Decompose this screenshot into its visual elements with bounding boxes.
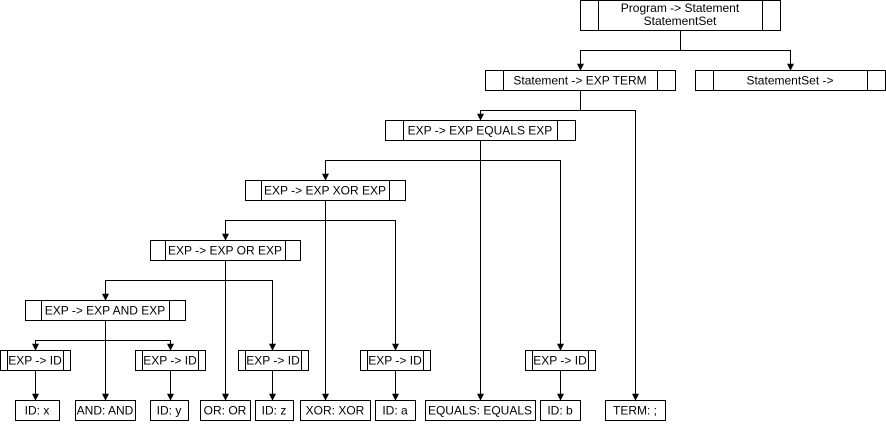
node-leaf_id_x-label: ID: x: [25, 404, 50, 418]
node-exp_id_z-label: EXP -> ID: [246, 354, 300, 368]
node-leaf-id-x: ID: x: [15, 400, 60, 421]
node-leaf_id_y-label: ID: y: [157, 404, 182, 418]
node-leaf-id-y: ID: y: [150, 400, 189, 421]
node-exp_equals-label: EXP -> EXP EQUALS EXP: [408, 124, 553, 138]
edge-exp_or-to-exp_id_z: [225, 260, 276, 351]
edge-exp_and-to-exp_id_x: [32, 320, 106, 351]
node-program-line-1: StatementSet: [644, 14, 717, 28]
node-leaf-or: OR: OR: [200, 400, 251, 421]
edge-exp_equals-to-exp_xor: [322, 140, 481, 181]
node-exp-id-y: EXP -> ID: [135, 350, 206, 371]
node-leaf_and-label: AND: AND: [77, 404, 134, 418]
node-exp_and-label: EXP -> EXP AND EXP: [45, 304, 166, 318]
node-exp_id_b-label: EXP -> ID: [533, 354, 587, 368]
node-exp_id_y-label: EXP -> ID: [143, 354, 197, 368]
node-leaf_id_z-label: ID: z: [262, 404, 287, 418]
edge-exp_xor-to-exp_id_a: [325, 200, 399, 351]
edge-exp_xor-to-exp_or: [222, 200, 326, 241]
node-exp-xor: EXP -> EXP XOR EXP: [245, 180, 406, 201]
node-exp-and: EXP -> EXP AND EXP: [25, 300, 186, 321]
node-statement-label: Statement -> EXP TERM: [513, 74, 646, 88]
node-statementset: StatementSet ->: [695, 70, 886, 91]
edge-program-to-statementset: [680, 30, 794, 71]
edge-program-to-statement: [577, 30, 681, 71]
node-exp-id-a: EXP -> ID: [360, 350, 431, 371]
node-exp-id-b: EXP -> ID: [525, 350, 596, 371]
node-exp-id-x: EXP -> ID: [0, 350, 71, 371]
node-leaf-term: TERM: ;: [605, 400, 666, 421]
node-leaf-id-b: ID: b: [540, 400, 581, 421]
node-exp_or-label: EXP -> EXP OR EXP: [168, 244, 282, 258]
node-leaf_xor-label: XOR: XOR: [306, 404, 365, 418]
node-leaf_id_a-label: ID: a: [382, 404, 408, 418]
node-leaf-id-z: ID: z: [255, 400, 294, 421]
node-leaf-equals: EQUALS: EQUALS: [425, 400, 536, 421]
node-leaf_id_b-label: ID: b: [547, 404, 573, 418]
node-exp_xor-label: EXP -> EXP XOR EXP: [264, 184, 386, 198]
node-leaf-xor: XOR: XOR: [300, 400, 371, 421]
node-leaf_term-label: TERM: ;: [613, 404, 657, 418]
node-exp-or: EXP -> EXP OR EXP: [150, 240, 301, 261]
node-leaf-and: AND: AND: [75, 400, 136, 421]
node-leaf-id-a: ID: a: [375, 400, 416, 421]
node-exp_id_a-label: EXP -> ID: [368, 354, 422, 368]
tree-edges: [32, 30, 794, 401]
edge-statement-to-exp_equals: [477, 90, 581, 121]
edge-exp_or-to-exp_and: [102, 260, 226, 301]
node-exp-id-z: EXP -> ID: [238, 350, 309, 371]
node-statement: Statement -> EXP TERM: [485, 70, 676, 91]
node-exp_id_x-label: EXP -> ID: [8, 354, 62, 368]
node-program-line-0: Program -> Statement: [621, 1, 740, 15]
edge-exp_equals-to-exp_id_b: [480, 140, 564, 351]
node-leaf_or-label: OR: OR: [204, 404, 247, 418]
edge-exp_and-to-exp_id_y: [105, 320, 174, 351]
node-statementset-label: StatementSet ->: [746, 74, 833, 88]
edge-statement-to-leaf_term: [580, 90, 639, 401]
node-leaf_equals-label: EQUALS: EQUALS: [428, 404, 532, 418]
node-exp-equals: EXP -> EXP EQUALS EXP: [385, 120, 576, 141]
